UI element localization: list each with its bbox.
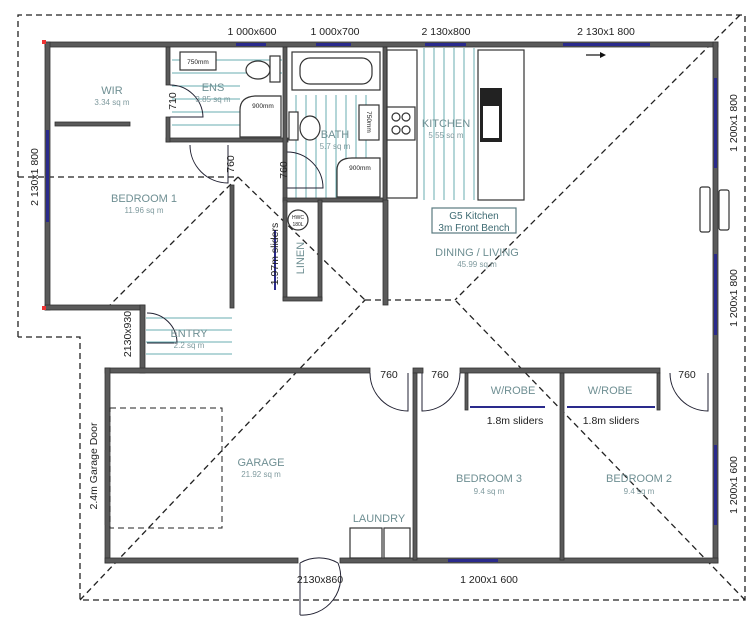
room-entry-area: 2.2 sq m (174, 341, 205, 350)
dim-door-bed3: 760 (431, 369, 449, 381)
room-ens-area: 3.85 sq m (195, 95, 230, 104)
toilet-icon (245, 60, 271, 80)
dim-garage-side-door: 2130x860 (297, 574, 343, 586)
kitchen-note-1: G5 Kitchen (449, 211, 498, 222)
dim-door-ens: 710 (167, 92, 179, 110)
room-wir-area: 3.34 sq m (94, 98, 129, 107)
dim-bed3-sliders: 1.8m sliders (487, 415, 544, 427)
room-ens: ENS (202, 82, 225, 94)
dim-linen-sliders: 1.97m sliders (269, 223, 281, 285)
shower-ens-label: 900mm (252, 103, 274, 110)
vanity-ens-label: 750mm (187, 59, 209, 66)
room-laundry: LAUNDRY (353, 513, 406, 525)
room-bedroom-2: BEDROOM 2 (606, 473, 672, 485)
room-entry: ENTRY (170, 328, 208, 340)
kitchen-note-2: 3m Front Bench (438, 223, 509, 234)
dim-win-bed1: 2 130x1 800 (29, 148, 41, 206)
toilet-icon (299, 115, 321, 141)
hwc-label: HWC (292, 215, 304, 221)
room-wrobe-2: W/ROBE (588, 385, 633, 397)
shower-bath-label: 900mm (349, 165, 371, 172)
dim-win-living-right-2: 1 200x1 800 (728, 269, 740, 327)
dim-bed2-sliders: 1.8m sliders (583, 415, 640, 427)
dimension-labels: 1 000x600 1 000x700 2 130x800 2 130x1 80… (29, 26, 740, 586)
dim-entry-door: 2130x930 (122, 311, 134, 357)
slide-direction-arrow-icon (600, 52, 606, 58)
fixtures: 750mm 900mm 750mm 900mm HWC 180L G5 Kitc… (42, 40, 730, 559)
dim-door-bed2: 760 (678, 369, 696, 381)
dim-win-bath: 1 000x700 (310, 26, 359, 38)
hot-water-cylinder-icon (287, 209, 309, 231)
room-garage: GARAGE (237, 457, 284, 469)
room-wrobe-3: W/ROBE (491, 385, 536, 397)
room-bedroom-3: BEDROOM 3 (456, 473, 522, 485)
windows (46, 43, 717, 562)
room-bath-area: 5.7 sq m (320, 142, 351, 151)
room-bath: BATH (321, 129, 350, 141)
room-garage-area: 21.92 sq m (241, 470, 281, 479)
dim-win-kitchen: 2 130x800 (421, 26, 470, 38)
hwc-size-label: 180L (292, 222, 303, 228)
dim-door-bed1: 760 (225, 155, 237, 173)
room-labels: WIR 3.34 sq m ENS 3.85 sq m BATH 5.7 sq … (94, 82, 672, 525)
dim-garage-door: 2.4m Garage Door (88, 422, 100, 509)
room-bedroom-3-area: 9.4 sq m (474, 487, 505, 496)
vanity-bath-label: 750mm (365, 111, 372, 133)
dim-win-ens: 1 000x600 (227, 26, 276, 38)
room-kitchen-area: 5.55 sq m (428, 131, 463, 140)
room-bedroom-1: BEDROOM 1 (111, 193, 177, 205)
room-bedroom-1-area: 11.96 sq m (125, 206, 164, 215)
room-dining-living: DINING / LIVING (435, 247, 519, 259)
dim-win-bed3: 1 200x1 600 (460, 574, 518, 586)
laundry-tub-icon (349, 527, 383, 559)
dim-win-living-top: 2 130x1 800 (577, 26, 635, 38)
doors (146, 84, 709, 616)
dim-door-bath: 760 (278, 161, 290, 179)
room-dining-living-area: 45.99 sq m (457, 260, 497, 269)
room-wir: WIR (101, 85, 122, 97)
dim-win-bed2: 1 200x1 600 (728, 456, 740, 514)
room-linen: LINEN (295, 242, 307, 274)
dim-door-garage: 760 (380, 369, 398, 381)
room-bedroom-2-area: 9.4 sq m (624, 487, 655, 496)
cooktop-icon (386, 106, 416, 141)
room-kitchen: KITCHEN (422, 118, 470, 130)
dim-win-living-right: 1 200x1 800 (728, 94, 740, 152)
roof-outline (17, 14, 746, 601)
